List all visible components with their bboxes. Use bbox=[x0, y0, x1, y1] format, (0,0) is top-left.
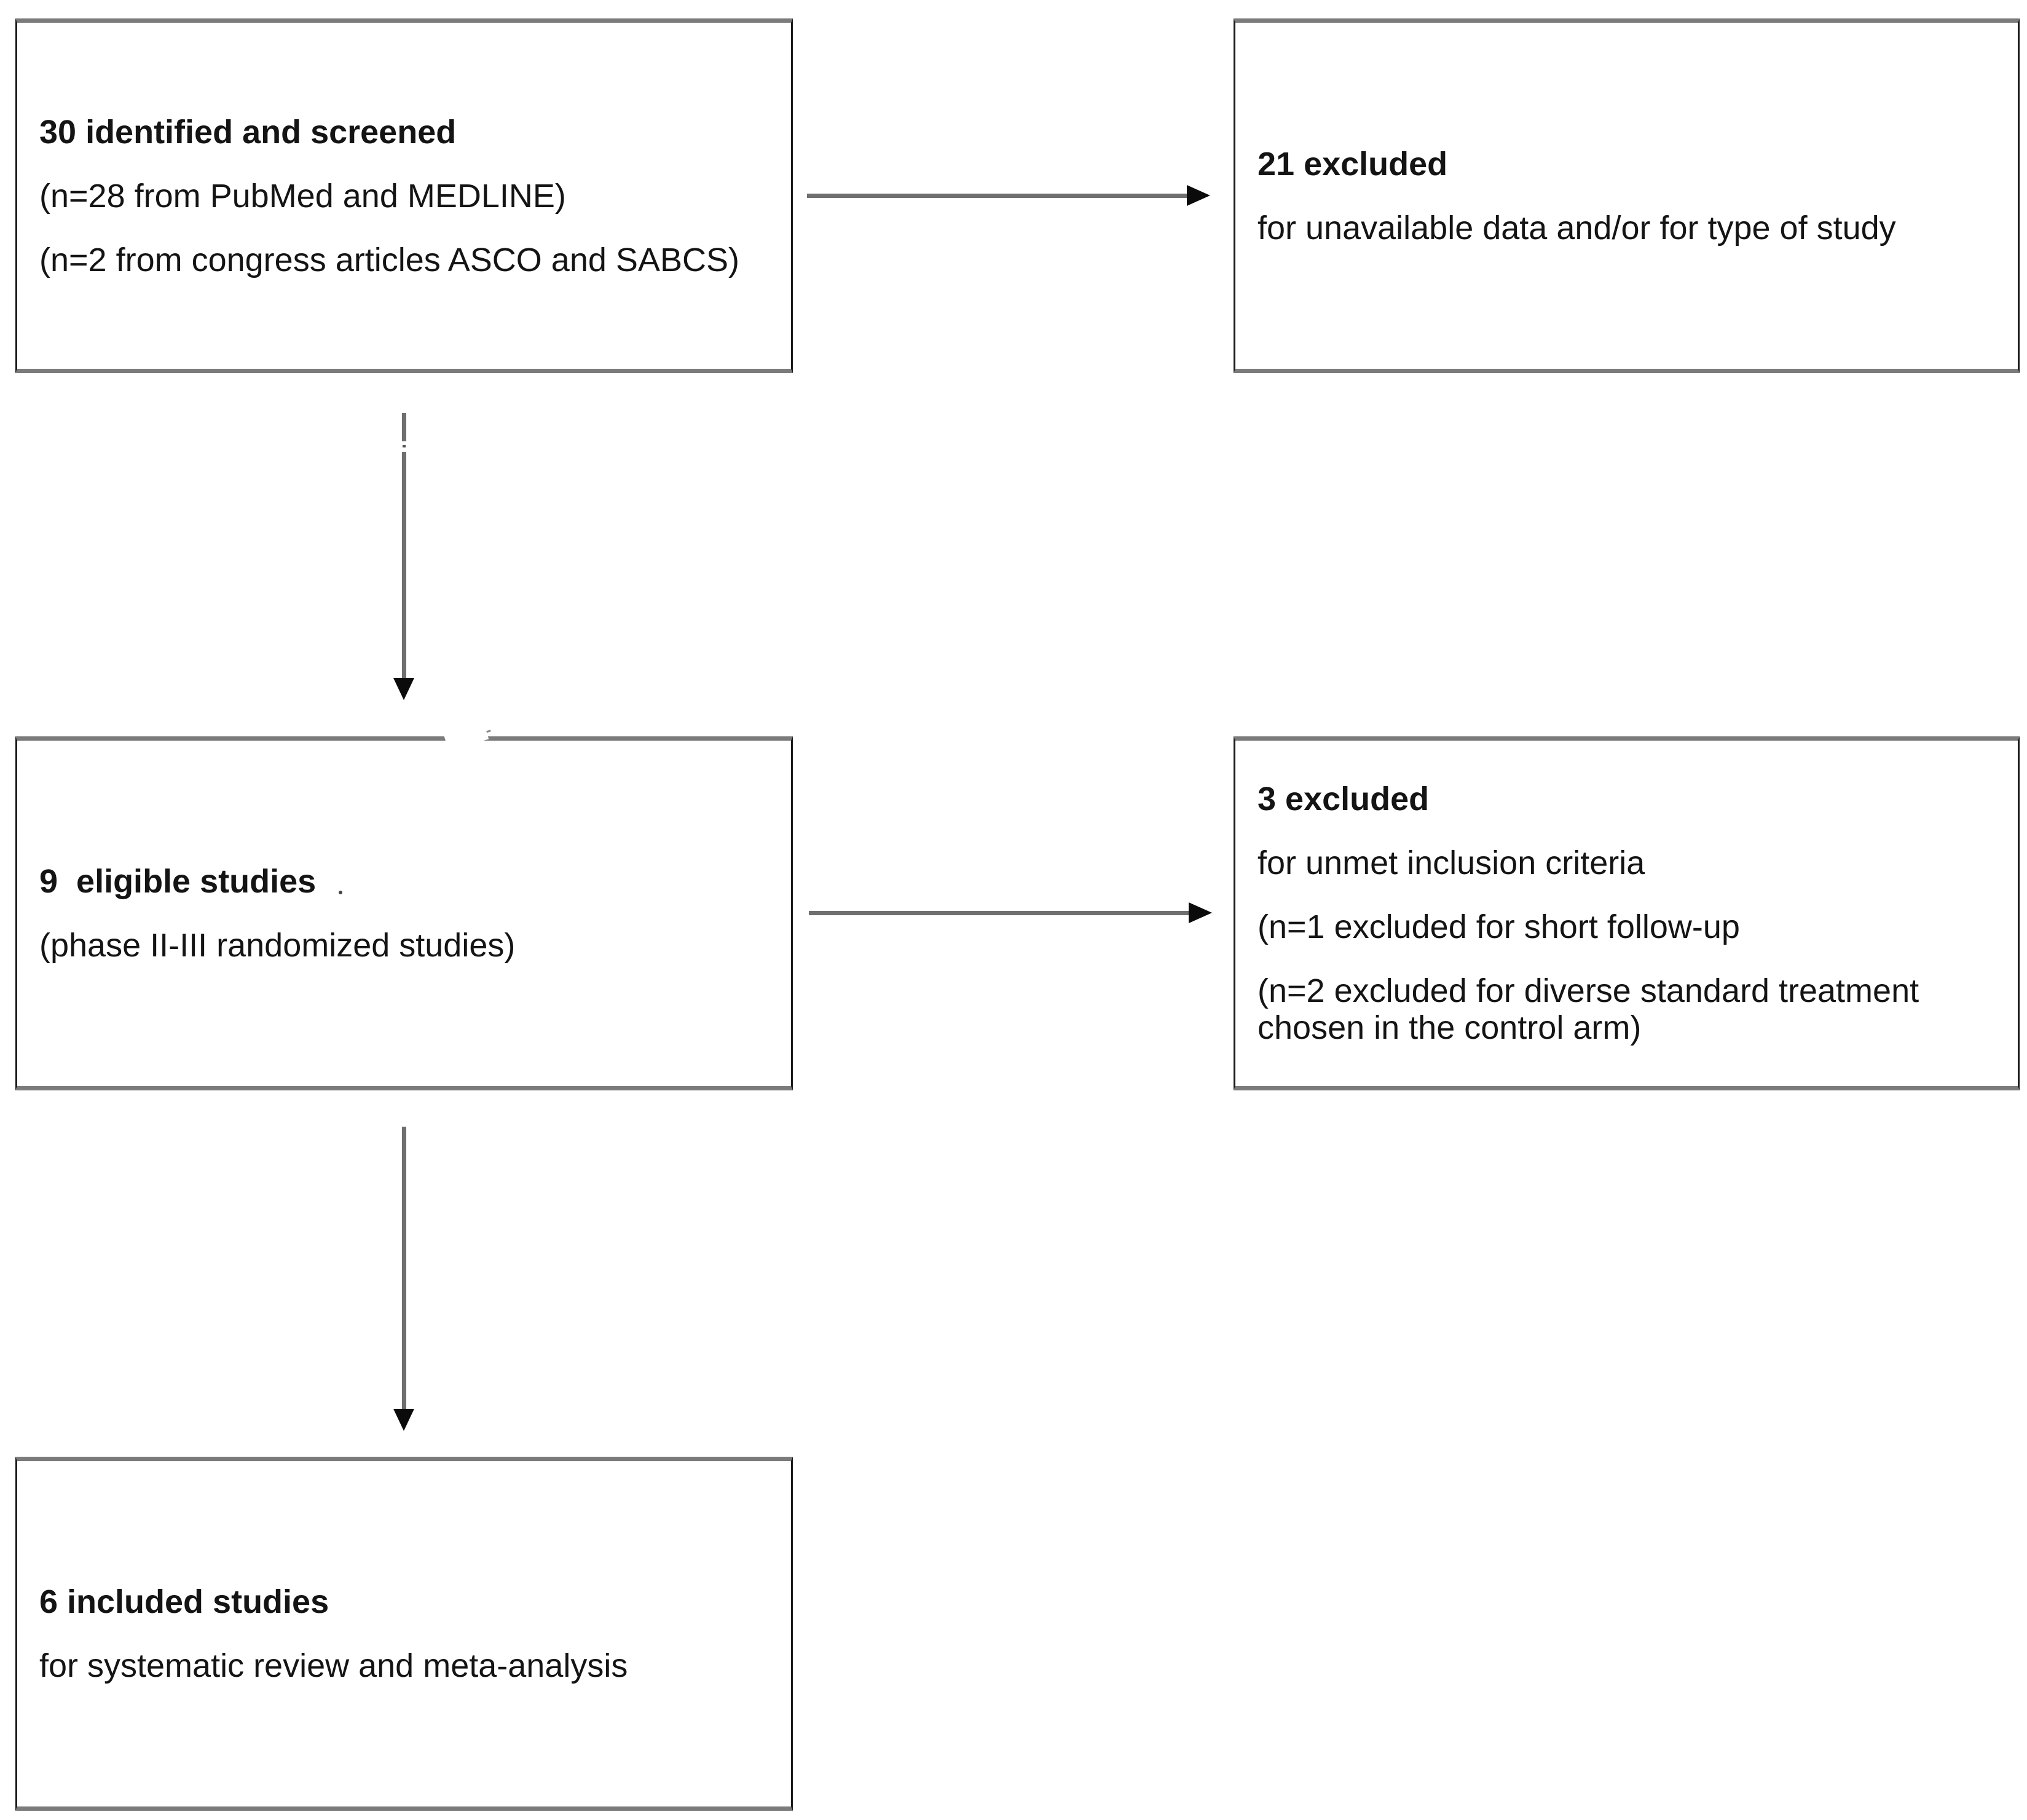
box-included-line-1: for systematic review and meta-analysis bbox=[39, 1647, 628, 1684]
arrow-identified-to-excluded-head-icon bbox=[1187, 185, 1210, 206]
box-eligible-line-1: (phase II-III randomized studies) bbox=[39, 927, 516, 964]
arrow-identified-to-eligible-line-upper bbox=[402, 413, 406, 441]
arrow-eligible-to-included-head-icon bbox=[393, 1409, 414, 1431]
box-excluded-eligibility: 3 excluded for unmet inclusion criteria … bbox=[1234, 736, 2020, 1090]
box-identified-screened: 30 identified and screened (n=28 from Pu… bbox=[15, 18, 793, 373]
box-identified-title: 30 identified and screened bbox=[39, 113, 457, 151]
arrow-identified-to-excluded-line bbox=[807, 194, 1187, 198]
box-excluded-eligibility-line-3: (n=2 excluded for diverse standard treat… bbox=[1258, 972, 1929, 1046]
box-included-studies: 6 included studies for systematic review… bbox=[15, 1457, 793, 1811]
arrow-eligible-to-excluded-line bbox=[809, 911, 1189, 915]
box-excluded-eligibility-line-2: (n=1 excluded for short follow-up bbox=[1258, 908, 1740, 945]
box-excluded-screening: 21 excluded for unavailable data and/or … bbox=[1234, 18, 2020, 373]
box-excluded-eligibility-title: 3 excluded bbox=[1258, 781, 1430, 817]
stray-dot-after-eligible-title bbox=[339, 891, 342, 894]
box-excluded-screening-title: 21 excluded bbox=[1258, 145, 1448, 183]
box-excluded-eligibility-line-1: for unmet inclusion criteria bbox=[1258, 845, 1645, 881]
box-excluded-screening-line-1: for unavailable data and/or for type of … bbox=[1258, 209, 1896, 246]
box-identified-line-1: (n=28 from PubMed and MEDLINE) bbox=[39, 177, 566, 215]
arrow-gap-speck bbox=[403, 445, 406, 447]
box-included-title: 6 included studies bbox=[39, 1583, 329, 1620]
box-eligible-studies: 9 eligible studies (phase II-III randomi… bbox=[15, 736, 793, 1090]
box-identified-line-2: (n=2 from congress articles ASCO and SAB… bbox=[39, 241, 739, 278]
arrow-identified-to-eligible-line-lower bbox=[402, 452, 406, 678]
arrow-identified-to-eligible-head-icon bbox=[393, 678, 414, 700]
arrow-eligible-to-included-line bbox=[402, 1127, 406, 1409]
box-eligible-title: 9 eligible studies bbox=[39, 863, 317, 900]
arrow-eligible-to-excluded-head-icon bbox=[1189, 902, 1212, 923]
